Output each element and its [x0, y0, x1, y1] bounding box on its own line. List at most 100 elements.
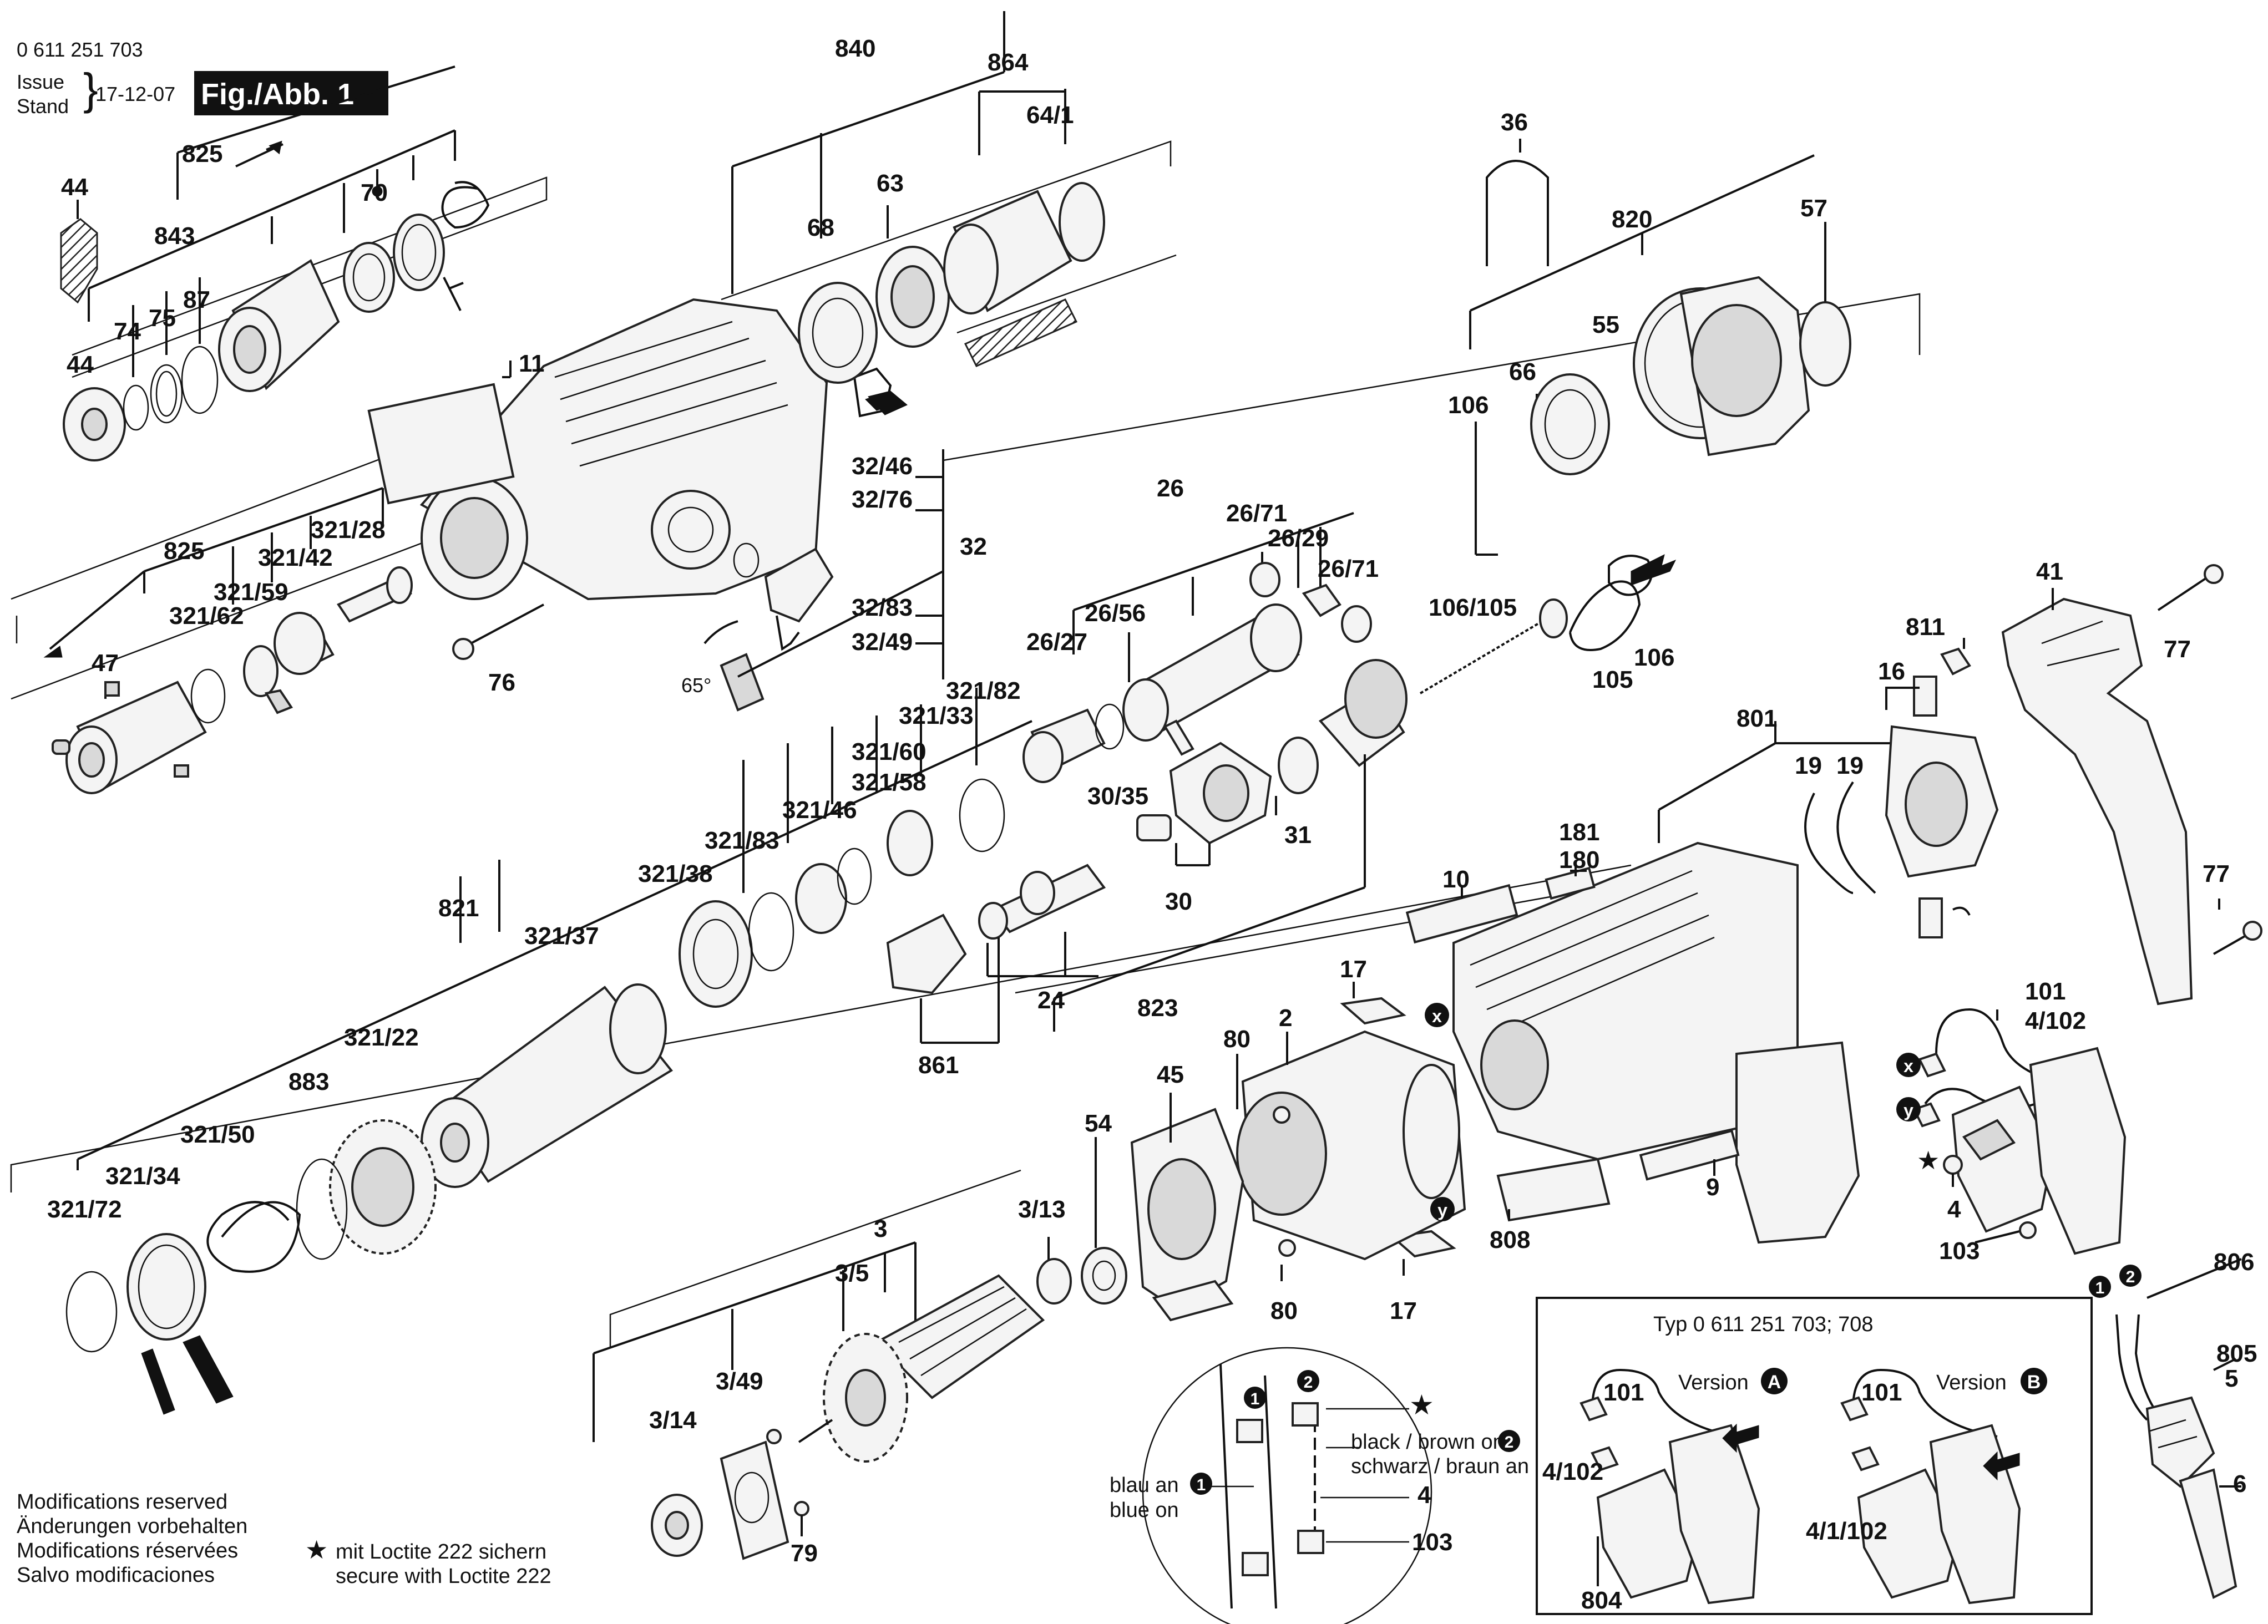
part-label: 103 — [1939, 1237, 1980, 1265]
inset-left-101: 101 — [1603, 1379, 1644, 1406]
part-label: 26/27 — [1026, 628, 1087, 656]
loctite-star-icon: ★ — [305, 1535, 328, 1564]
part-label: 321/59 — [214, 578, 288, 606]
part-label: 321/82 — [946, 677, 1021, 704]
part-label: 2 — [1279, 1004, 1292, 1032]
part-label: 321/28 — [311, 516, 386, 544]
inset-right-4-1-102: 4/1/102 — [1806, 1518, 1887, 1545]
marker-1-cable: 1 — [2089, 1276, 2111, 1298]
part-label: 805 — [2216, 1340, 2257, 1367]
part-label: 26/56 — [1085, 600, 1146, 627]
part-label: 80 — [1223, 1026, 1251, 1053]
part-label: 17 — [1340, 956, 1367, 983]
svg-text:B: B — [2027, 1372, 2041, 1393]
mods-fr: Modifications réservées — [17, 1539, 238, 1562]
part-label: 3 — [874, 1215, 887, 1242]
marker-1-blau: 1 — [1190, 1473, 1212, 1495]
figure-badge — [194, 71, 388, 115]
inset-left-4-102: 4/102 — [1542, 1458, 1603, 1485]
issue-label: Issue — [17, 70, 64, 93]
part-label: 5 — [2225, 1365, 2238, 1392]
clip-17-part — [1340, 997, 1406, 1025]
part-label: 54 — [1085, 1110, 1112, 1137]
part-label: 68 — [807, 214, 834, 241]
switch-carrier-assembly — [1658, 638, 1999, 938]
handle-41-part — [2001, 597, 2193, 1006]
part-label: 74 — [114, 318, 141, 345]
svg-text:1: 1 — [1197, 1476, 1206, 1494]
part-label: 801 — [1737, 705, 1777, 732]
part-label: 321/33 — [899, 702, 974, 729]
inset-frame — [1536, 1297, 2093, 1615]
marker-1-detail: 1 — [1244, 1387, 1266, 1409]
detail-part-4: 4 — [1418, 1481, 1431, 1509]
part-label: 80 — [1270, 1297, 1298, 1324]
part-label: 106/105 — [1429, 594, 1517, 621]
part-number: 0 611 251 703 — [17, 38, 143, 61]
part-label: 105 — [1592, 666, 1633, 693]
part-label: 24 — [1037, 987, 1065, 1014]
label-808-part — [1496, 1158, 1611, 1222]
part-label: 63 — [877, 170, 904, 197]
part-label: 32/83 — [852, 594, 913, 621]
part-label: 77 — [2203, 860, 2230, 887]
marker-2-detail: 2 — [1297, 1370, 1319, 1392]
part-label: 843 — [154, 222, 195, 250]
part-label: 30/35 — [1087, 783, 1148, 810]
marker-y-stator: y — [1430, 1197, 1455, 1221]
part-label: 861 — [918, 1052, 959, 1079]
part-label: 26/29 — [1268, 525, 1329, 552]
marker-version-b: B — [2021, 1368, 2047, 1394]
part-label: 321/38 — [638, 860, 713, 887]
issue-date: 17-12-07 — [95, 83, 175, 105]
mods-de: Änderungen vorbehalten — [17, 1515, 247, 1538]
marker-2-cable: 2 — [2119, 1265, 2142, 1287]
part-label: 70 — [361, 179, 388, 206]
part-label: 32/76 — [852, 486, 913, 513]
version-a-label: Version — [1678, 1371, 1749, 1394]
part-label: 57 — [1800, 195, 1827, 222]
switch-body-part — [1951, 1085, 2054, 1233]
clutch-assembly — [731, 11, 1177, 415]
part-label: 11 — [519, 350, 545, 377]
part-label: 883 — [288, 1068, 329, 1095]
part-label: 31 — [1284, 821, 1312, 849]
part-label: 30 — [1165, 888, 1192, 915]
part-label: 811 — [1906, 613, 1945, 641]
part-label: 321/60 — [852, 738, 927, 765]
part-label: 321/42 — [258, 544, 333, 571]
part-label: 106 — [1448, 392, 1489, 419]
part-label: 26/71 — [1318, 555, 1379, 582]
grip-sleeve-part — [60, 218, 98, 304]
inset-title: Typ 0 611 251 703; 708 — [1653, 1313, 1874, 1336]
leader-lines — [737, 449, 944, 679]
marker-y-switch: y — [1896, 1097, 1921, 1121]
version-inset — [1536, 1297, 2093, 1615]
part-label: 3/14 — [649, 1407, 697, 1434]
svg-text:2: 2 — [1304, 1373, 1313, 1392]
part-label: 64/1 — [1026, 101, 1074, 129]
part-label: 864 — [988, 49, 1029, 76]
part-label: 321/72 — [47, 1196, 122, 1223]
part-label: 840 — [835, 35, 875, 62]
part-label: 180 — [1559, 846, 1599, 874]
part-label: 79 — [791, 1540, 818, 1567]
part-label: 44 — [67, 351, 94, 378]
part-label: 32/49 — [852, 628, 913, 656]
ring-68-part — [798, 282, 878, 384]
part-label: 10 — [1442, 866, 1470, 893]
part-label: 806 — [2214, 1249, 2254, 1276]
part-label: 26 — [1157, 475, 1184, 502]
part-label: 32/46 — [852, 453, 913, 480]
tool-holder-assembly — [43, 487, 413, 794]
svg-text:y: y — [1437, 1200, 1447, 1220]
part-label: 181 — [1559, 819, 1599, 846]
part-label: 77 — [2164, 636, 2191, 663]
part-label: 87 — [183, 286, 210, 313]
part-label: 17 — [1390, 1297, 1417, 1324]
part-label: 821 — [438, 895, 479, 922]
svg-text:2: 2 — [2126, 1268, 2135, 1286]
part-label: 16 — [1878, 658, 1905, 685]
grip-part — [1735, 1041, 1860, 1244]
ring-57-part — [1799, 301, 1851, 387]
